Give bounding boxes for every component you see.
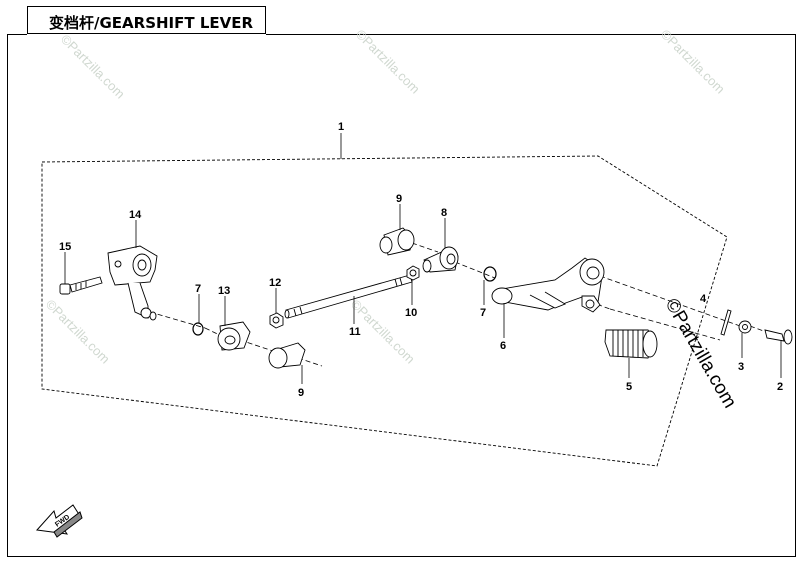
label-part-15: 15 — [59, 241, 71, 253]
assembly-boundary — [41, 155, 728, 467]
part-shift-pedal — [491, 257, 605, 313]
part-rod-end — [422, 246, 459, 273]
watermark: ©Partzilla.com — [43, 297, 113, 367]
label-part-1: 1 — [338, 121, 344, 133]
part-pin — [764, 329, 793, 345]
watermark: ©Partzilla.com — [658, 27, 728, 97]
title-box: 变档杆/GEARSHIFT LEVER — [27, 6, 266, 34]
part-circlip-2 — [483, 266, 497, 282]
label-part-10: 10 — [405, 307, 417, 319]
label-part-9: 9 — [298, 387, 304, 399]
watermark: ©Partzilla.com — [353, 27, 423, 97]
watermark: ©Partzilla.com — [58, 32, 128, 102]
part-bolt — [59, 276, 103, 295]
border-top-left — [7, 34, 27, 35]
part-ball-joint — [268, 342, 306, 369]
label-part-5: 5 — [626, 381, 632, 393]
label-part-7-right: 7 — [480, 307, 486, 319]
part-labels: 1 15 14 7 13 12 9 11 9 8 10 7 6 5 4 3 2 — [59, 121, 783, 399]
part-joint — [217, 321, 251, 351]
part-split-pin — [720, 309, 732, 336]
part-circlip — [192, 322, 204, 336]
part-nut — [269, 312, 284, 329]
label-part-11: 11 — [349, 326, 361, 338]
leader-lines — [64, 204, 782, 384]
part-rod — [284, 274, 413, 319]
border-top-right — [266, 34, 796, 35]
label-part-3: 3 — [738, 361, 744, 373]
page-title: 变档杆/GEARSHIFT LEVER — [49, 14, 254, 32]
label-part-13: 13 — [218, 285, 230, 297]
part-nut-2 — [406, 265, 420, 281]
part-pedal-rubber — [604, 329, 658, 359]
label-part-2: 2 — [777, 381, 783, 393]
label-part-9-upper: 9 — [396, 193, 402, 205]
label-part-12: 12 — [269, 277, 281, 289]
label-part-6: 6 — [500, 340, 506, 352]
label-part-14: 14 — [129, 209, 142, 221]
label-part-4: 4 — [700, 293, 707, 305]
label-part-8: 8 — [441, 207, 447, 219]
part-ball-joint-upper — [379, 227, 415, 256]
part-clamp-arm — [107, 245, 158, 321]
part-washer — [738, 320, 752, 334]
outer-border — [7, 34, 796, 557]
fwd-arrow-icon: FWD — [35, 504, 83, 538]
label-part-7: 7 — [195, 283, 201, 295]
